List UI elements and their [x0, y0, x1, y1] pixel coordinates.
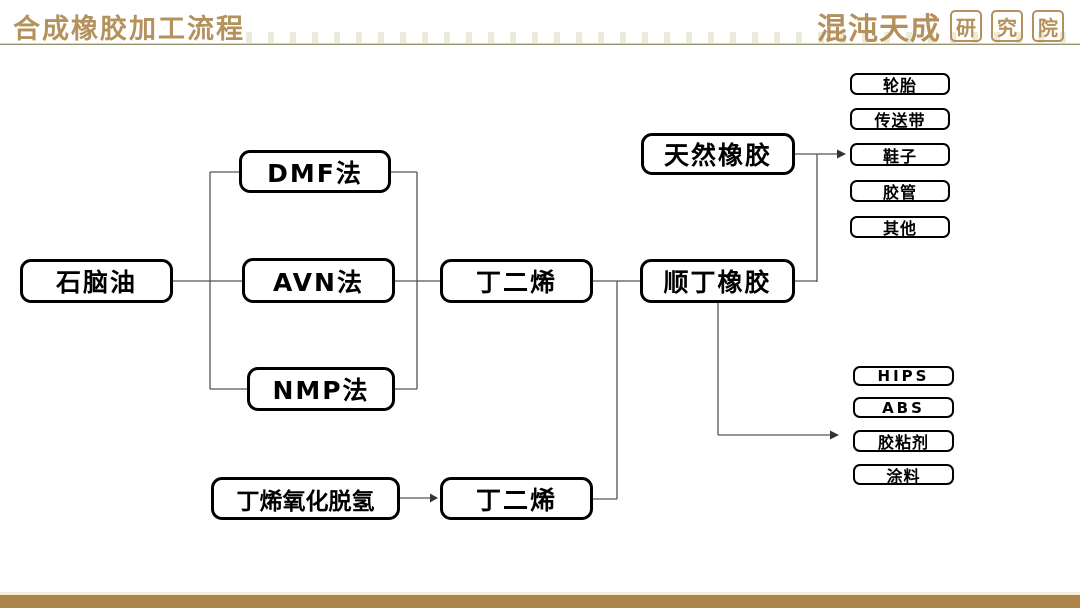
- node-product-coating: 涂料: [853, 464, 954, 486]
- node-product-abs: ABS: [853, 397, 954, 418]
- node-avn-process: AVN法: [242, 258, 395, 303]
- node-naphtha: 石脑油: [20, 259, 173, 303]
- logo-badge-char: 研: [950, 10, 982, 42]
- connector-lines: [173, 153, 837, 500]
- page-title: 合成橡胶加工流程: [13, 14, 245, 45]
- node-nmp-process: NMP法: [247, 367, 395, 411]
- arrowheads: [430, 149, 846, 503]
- node-product-hips: HIPS: [853, 366, 954, 386]
- header-decor-pattern: [230, 32, 1080, 43]
- node-natural-rubber: 天然橡胶: [641, 133, 795, 175]
- logo-badge-char: 院: [1032, 10, 1064, 42]
- node-butene-odh: 丁烯氧化脱氢: [211, 477, 400, 520]
- arrowhead: [430, 493, 438, 503]
- header-divider: [0, 43, 1080, 45]
- node-dmf-process: DMF法: [239, 150, 391, 193]
- node-product-shoes: 鞋子: [850, 143, 950, 166]
- arrowhead: [830, 430, 839, 440]
- node-product-tires: 轮胎: [850, 73, 950, 95]
- logo-text: 混沌天成: [817, 12, 941, 47]
- node-product-hose: 胶管: [850, 180, 950, 202]
- node-bd-rubber: 顺丁橡胶: [640, 259, 795, 303]
- node-butadiene-bottom: 丁二烯: [440, 477, 593, 520]
- node-product-other: 其他: [850, 216, 950, 238]
- logo: 混沌天成 研究院: [817, 8, 1064, 47]
- node-butadiene-top: 丁二烯: [440, 259, 593, 303]
- node-product-conveyor-belt: 传送带: [850, 108, 950, 130]
- footer-accent-bar: [0, 592, 1080, 608]
- logo-badge-char: 究: [991, 10, 1023, 42]
- node-product-adhesive: 胶粘剂: [853, 430, 954, 452]
- arrowhead: [837, 149, 846, 159]
